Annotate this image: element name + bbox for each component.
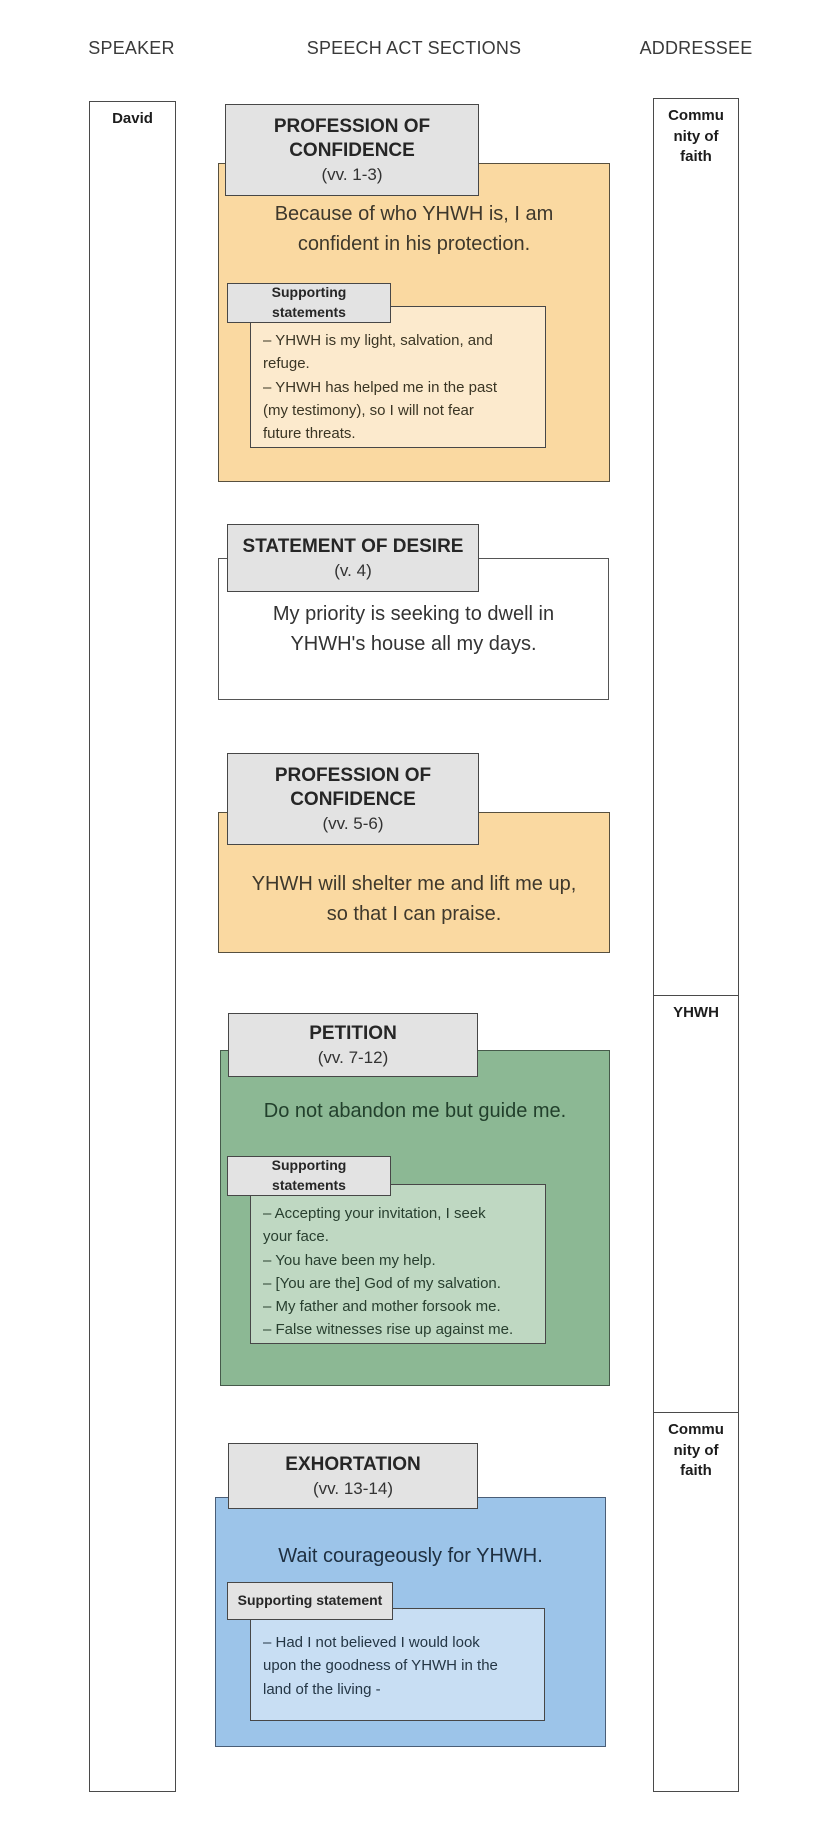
addressee-label: YHWH — [673, 1004, 719, 1021]
section-exhortation: Wait courageously for YHWH. – Had I not … — [215, 1443, 606, 1747]
supporting-statements-label: Supporting statements — [227, 283, 391, 323]
section-verses: (vv. 13-14) — [313, 1479, 393, 1499]
section-verses: (vv. 5-6) — [322, 814, 384, 834]
section-title: EXHORTATION — [285, 1453, 421, 1475]
speaker-label: David — [112, 110, 153, 127]
supporting-statements-label: Supporting statement — [227, 1582, 393, 1620]
supporting-statements-box: – Had I not believed I would look upon t… — [250, 1608, 545, 1721]
section-statement: Do not abandon me but guide me. — [263, 1100, 567, 1122]
section-verses: (vv. 7-12) — [317, 1048, 389, 1068]
supporting-statement-item: – [You are the] God of my salvation. — [263, 1274, 501, 1292]
section-statement: YHWH will shelter me and lift me up, so … — [251, 873, 577, 925]
supporting-statement-item: – Had I not believed I would look upon t… — [263, 1634, 498, 1698]
supporting-statement-item: – YHWH is my light, salvation, and refug… — [263, 332, 493, 373]
addressee-box-community-of-faith-1: Commu nity of faith — [653, 98, 739, 996]
section-header: STATEMENT OF DESIRE (v. 4) — [227, 524, 479, 592]
column-header-speaker: SPEAKER — [88, 38, 175, 58]
section-title: PETITION — [309, 1022, 397, 1044]
column-header-addressee: ADDRESSEE — [639, 38, 753, 58]
supporting-statements-label: Supporting statements — [227, 1156, 391, 1196]
supporting-statement-item: – False witnesses rise up against me. — [263, 1321, 514, 1339]
addressee-box-yhwh: YHWH — [653, 995, 739, 1413]
section-verses: (vv. 1-3) — [321, 165, 383, 185]
section-verses: (v. 4) — [334, 561, 372, 581]
section-header: PROFESSION OF CONFIDENCE (vv. 1-3) — [225, 104, 479, 196]
section-statement: My priority is seeking to dwell in YHWH'… — [272, 603, 555, 655]
section-header: EXHORTATION (vv. 13-14) — [228, 1443, 478, 1509]
section-statement: Because of who YHWH is, I am confident i… — [274, 203, 554, 255]
speaker-box: David — [89, 101, 176, 1792]
section-profession-of-confidence-2: YHWH will shelter me and lift me up, so … — [218, 753, 610, 953]
supporting-statements-box: – Accepting your invitation, I seek your… — [250, 1184, 546, 1344]
addressee-label: Commu nity of faith — [668, 107, 724, 166]
section-title: STATEMENT OF DESIRE — [242, 535, 464, 557]
section-statement-of-desire: My priority is seeking to dwell in YHWH'… — [218, 524, 609, 700]
section-title: PROFESSION OF CONFIDENCE — [273, 115, 431, 161]
section-petition: Do not abandon me but guide me. – Accept… — [220, 1013, 610, 1386]
section-header: PROFESSION OF CONFIDENCE (vv. 5-6) — [227, 753, 479, 845]
supporting-statement-item: – You have been my help. — [263, 1251, 436, 1269]
section-title: PROFESSION OF CONFIDENCE — [274, 764, 432, 810]
supporting-statements-box: – YHWH is my light, salvation, and refug… — [250, 306, 546, 448]
section-profession-of-confidence-1: Because of who YHWH is, I am confident i… — [218, 104, 610, 482]
addressee-label: Commu nity of faith — [668, 1421, 724, 1480]
supporting-statement-item: – YHWH has helped me in the past (my tes… — [263, 378, 498, 443]
column-header-speech-act-sections: SPEECH ACT SECTIONS — [306, 38, 522, 58]
supporting-statement-item: – Accepting your invitation, I seek your… — [263, 1205, 486, 1246]
addressee-box-community-of-faith-2: Commu nity of faith — [653, 1412, 739, 1792]
section-header: PETITION (vv. 7-12) — [228, 1013, 478, 1077]
supporting-statement-item: – My father and mother forsook me. — [263, 1298, 501, 1315]
section-statement: Wait courageously for YHWH. — [278, 1545, 543, 1567]
